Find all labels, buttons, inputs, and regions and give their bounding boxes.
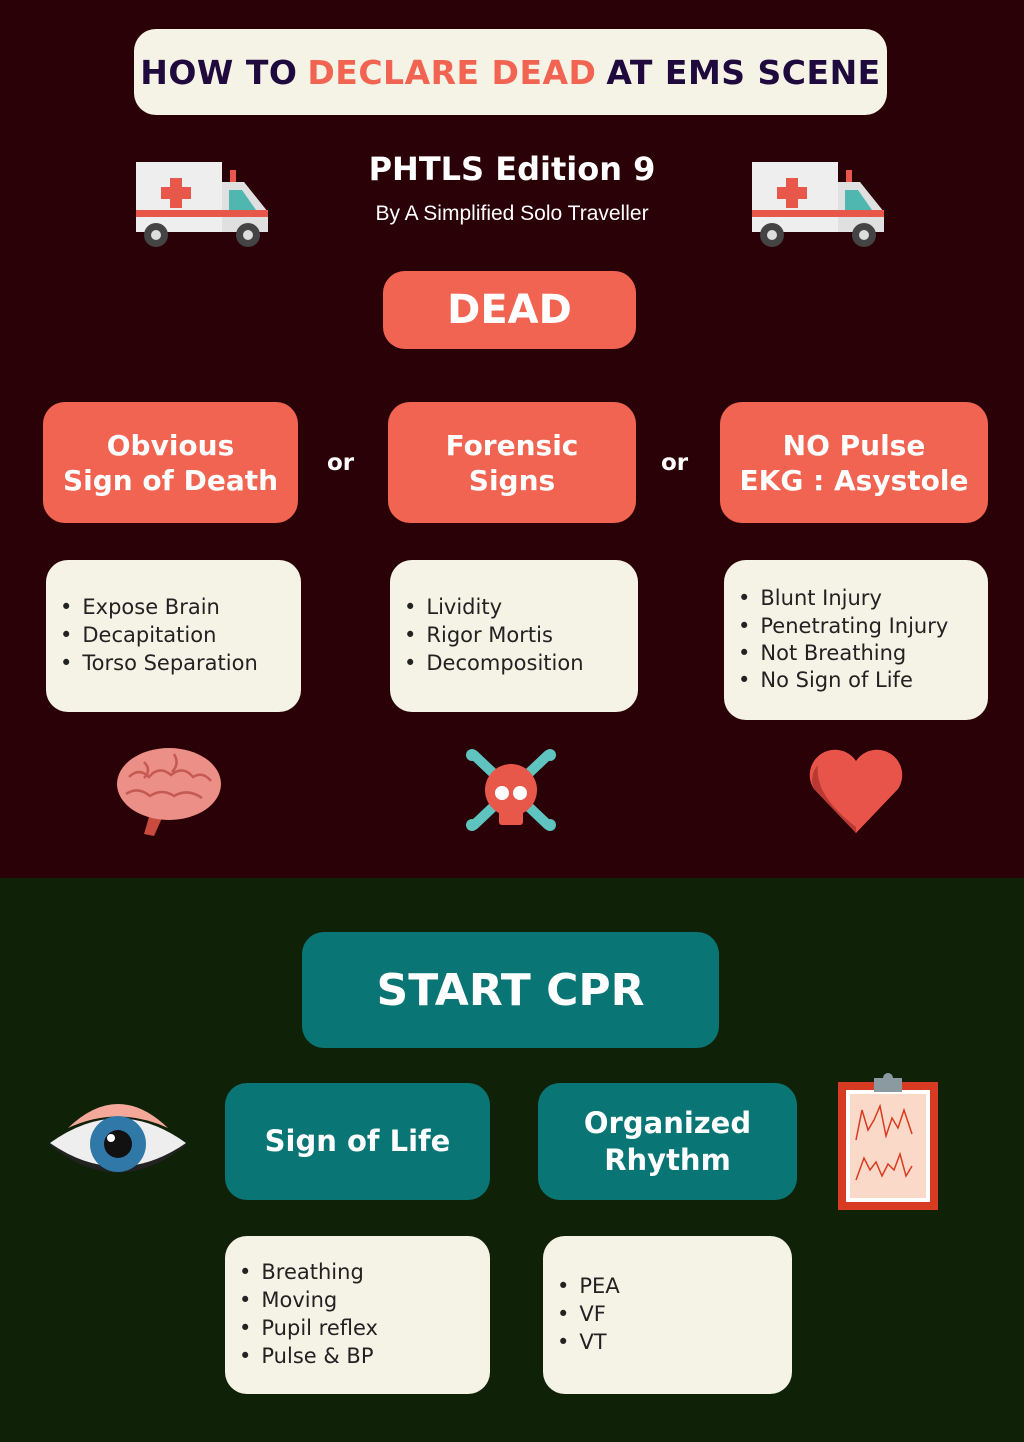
title-part1: HOW TO: [140, 52, 298, 92]
list-item: VT: [557, 1329, 620, 1357]
list-item: VF: [557, 1301, 620, 1329]
dead-label: DEAD: [383, 271, 636, 349]
no-pulse-list: Blunt Injury Penetrating Injury Not Brea…: [724, 560, 988, 720]
ambulance-icon: [136, 162, 268, 247]
sign-of-life-box: Sign of Life: [225, 1083, 490, 1200]
list-item: Decomposition: [404, 650, 583, 678]
list-item: Pulse & BP: [239, 1343, 378, 1371]
list-item: Not Breathing: [738, 640, 948, 667]
title-part2: AT EMS SCENE: [606, 52, 881, 92]
sign-of-life-list: Breathing Moving Pupil reflex Pulse & BP: [225, 1236, 490, 1394]
main-title: HOW TO DECLARE DEAD AT EMS SCENE: [134, 29, 887, 115]
list-item: Torso Separation: [60, 650, 257, 678]
list-item: Rigor Mortis: [404, 622, 584, 650]
list-item: Lividity: [404, 594, 584, 622]
organized-rhythm-list: PEA VF VT: [543, 1236, 792, 1394]
list-item: Pupil reflex: [239, 1315, 378, 1343]
list-item: Breathing: [239, 1259, 378, 1287]
subtitle: PHTLS Edition 9: [368, 150, 656, 188]
list-item: Blunt Injury: [738, 585, 948, 612]
or-connector: or: [661, 450, 689, 476]
ekg-clipboard-icon: [838, 1073, 938, 1210]
brain-icon: [117, 748, 221, 836]
forensic-signs-list: Lividity Rigor Mortis Decomposition: [390, 560, 638, 712]
list-item: No Sign of Life: [738, 667, 948, 694]
obvious-sign-list: Expose Brain Decapitation Torso Separati…: [46, 560, 301, 712]
list-item: Decapitation: [60, 622, 258, 650]
title-highlight: DECLARE DEAD: [307, 52, 597, 92]
heart-icon: [809, 749, 903, 833]
list-item: Penetrating Injury: [738, 613, 948, 640]
ambulance-icon: [752, 162, 884, 247]
start-cpr-label: START CPR: [302, 932, 719, 1048]
or-connector: or: [327, 450, 355, 476]
skull-crossbones-icon: [466, 749, 556, 831]
list-item: Expose Brain: [60, 594, 258, 622]
byline: By A Simplified Solo Traveller: [375, 202, 649, 225]
eye-icon: [50, 1104, 186, 1173]
list-item: Moving: [239, 1287, 378, 1315]
list-item: PEA: [557, 1273, 619, 1301]
